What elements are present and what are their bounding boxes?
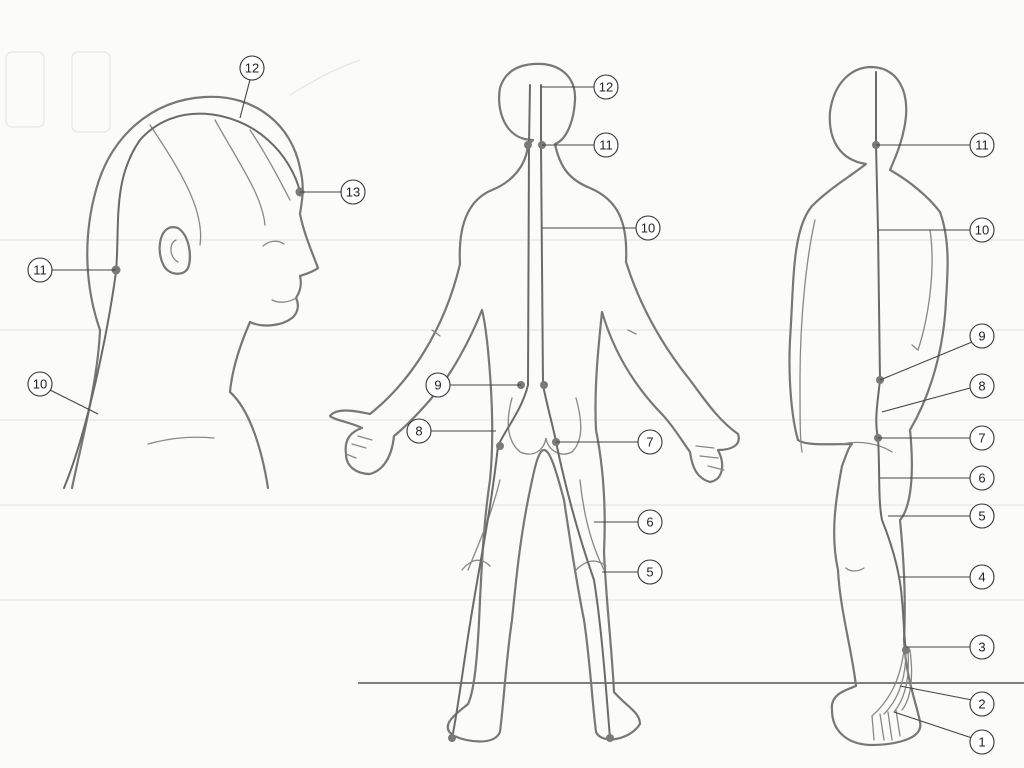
ear (158, 226, 191, 275)
head-side-view (63, 95, 320, 490)
callout-circle (969, 323, 995, 349)
acupoints (111, 141, 910, 742)
callout-circle (637, 429, 663, 455)
callout-circle (969, 729, 995, 755)
callout-number: 12 (245, 61, 259, 76)
callout-circle (969, 217, 995, 243)
callout-number: 7 (646, 435, 653, 450)
callout-number: 10 (33, 377, 47, 392)
callout-circle (340, 179, 366, 205)
callout-circle (593, 74, 619, 100)
head-outline (86, 95, 320, 332)
callout-circle (239, 55, 265, 81)
leg-muscle-left (461, 479, 501, 571)
callout-number: 13 (346, 185, 360, 200)
callout-number: 11 (975, 138, 989, 153)
eye (262, 240, 285, 247)
callout-number: 1 (978, 735, 985, 750)
leader-line (893, 711, 973, 739)
callout-circle (969, 425, 995, 451)
callout-number: 5 (646, 565, 653, 580)
callout-number: 9 (978, 329, 985, 344)
callout-circle (27, 371, 53, 397)
callout-number: 6 (978, 471, 985, 486)
side-foot-lines (871, 649, 913, 717)
callout-number: 8 (978, 379, 985, 394)
page-show-through (0, 51, 1024, 601)
callout-circle (969, 634, 995, 660)
elbow-left (431, 329, 441, 337)
callout-circle (637, 509, 663, 535)
callout-circle (425, 372, 451, 398)
acupoint (606, 734, 614, 742)
callout-number: 10 (975, 223, 989, 238)
callout-number: 9 (434, 378, 441, 393)
hand-left-fingers (345, 435, 373, 459)
leg-muscle-right (575, 479, 607, 571)
neck-back (70, 328, 102, 490)
callout-circle (969, 691, 995, 717)
side-body-outline (788, 65, 949, 747)
side-knee (845, 567, 865, 572)
callout-number: 11 (599, 138, 613, 153)
acupoint (496, 442, 504, 450)
callout-number: 3 (978, 640, 985, 655)
callout-number: 11 (33, 263, 47, 278)
callout-number: 2 (978, 697, 985, 712)
callout-number: 5 (978, 509, 985, 524)
callout-number: 7 (978, 431, 985, 446)
callout-circle (969, 503, 995, 529)
hair-fringe (149, 119, 291, 246)
callout-circle (969, 465, 995, 491)
side-foot-toes (871, 709, 901, 741)
mouth (271, 297, 297, 303)
leader-line (49, 389, 99, 415)
callout-circle (593, 132, 619, 158)
meridian-head-side (63, 112, 301, 489)
callout-number: 10 (641, 221, 655, 236)
back-body-outline (328, 62, 740, 743)
callout-circle (406, 418, 432, 444)
leader-line (899, 685, 973, 701)
elbow-right (627, 329, 637, 335)
callout-number: 12 (599, 80, 613, 95)
callout-number: 4 (978, 570, 985, 585)
back-body-view (328, 62, 740, 743)
callout-circle (969, 373, 995, 399)
buttocks (507, 397, 582, 455)
side-arm (799, 219, 816, 453)
side-back-arm (911, 229, 933, 352)
meridian-back-right (540, 84, 611, 739)
acupoint (540, 381, 548, 389)
acupoint (524, 141, 532, 149)
callout-labels: 12 13 11 10 12 11 10 9 8 7 6 5 (27, 55, 995, 755)
callout-circle (969, 564, 995, 590)
shoulder-line (147, 436, 215, 445)
callout-circle (635, 215, 661, 241)
ear-inner (170, 239, 179, 263)
side-body-view (788, 65, 949, 747)
callout-circle (27, 257, 53, 283)
meridian-back-left (451, 84, 531, 739)
callout-circle (637, 559, 663, 585)
hand-right-fingers (695, 445, 725, 471)
leader-line (881, 387, 971, 413)
neck-front (228, 320, 270, 490)
acupoint (902, 646, 910, 654)
leader-line (879, 341, 973, 381)
callout-number: 8 (415, 424, 422, 439)
callout-circle (969, 132, 995, 158)
callout-number: 6 (646, 515, 653, 530)
side-buttock (841, 441, 893, 453)
acupoint (448, 734, 456, 742)
meridian-side (875, 71, 907, 651)
